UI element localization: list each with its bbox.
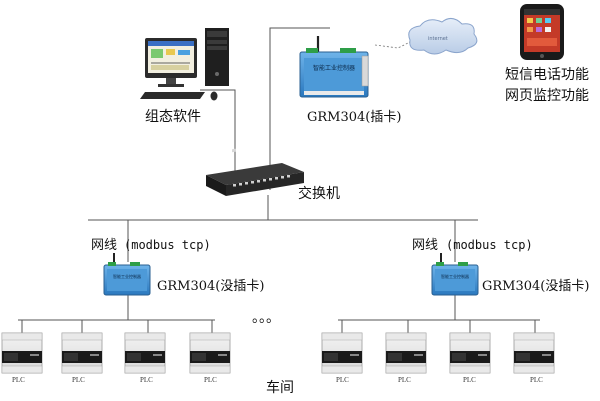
grm-device-left: 智能工业控制器	[103, 253, 151, 296]
label-net-right: 网线	[412, 238, 438, 253]
switch-icon	[206, 148, 304, 196]
label-phone-line1: 短信电话功能	[505, 67, 589, 83]
plc-unit	[449, 332, 491, 374]
plc-label: PLC	[530, 376, 543, 384]
plc-label: PLC	[72, 376, 85, 384]
computer-icon	[140, 28, 229, 101]
plc-unit	[189, 332, 231, 374]
grm-top-screen: 智能工业控制器	[313, 64, 355, 72]
plc-unit	[1, 332, 43, 374]
connection-lines	[18, 27, 540, 333]
label-grm-right: GRM304(没插卡)	[482, 279, 589, 294]
label-ellipsis: 。。。	[252, 310, 280, 326]
svg-text:internet: internet	[428, 36, 448, 42]
link-grm-switch	[269, 27, 330, 190]
plc-unit	[385, 332, 427, 374]
label-grm-top: GRM304(插卡)	[307, 110, 401, 125]
plc-label: PLC	[463, 376, 476, 384]
plc-label: PLC	[398, 376, 411, 384]
label-switch: 交换机	[298, 185, 340, 202]
plc-unit	[124, 332, 166, 374]
grm-device-top: 智能工业控制器	[299, 36, 369, 98]
link-computer-switch	[200, 89, 236, 190]
plc-label: PLC	[204, 376, 217, 384]
label-net-left: 网线	[91, 238, 117, 253]
cloud-icon: internet	[408, 18, 478, 55]
plc-label: PLC	[336, 376, 349, 384]
plc-unit	[513, 332, 555, 374]
grm-left-screen: 智能工业控制器	[113, 273, 141, 279]
plc-unit	[61, 332, 103, 374]
label-software: 组态软件	[145, 109, 201, 125]
plc-label: PLC	[12, 376, 25, 384]
label-net-right-proto: (modbus tcp)	[446, 238, 533, 252]
grm-right-screen: 智能工业控制器	[441, 273, 469, 279]
label-net-left-proto: (modbus tcp)	[124, 238, 211, 252]
label-phone-line2: 网页监控功能	[505, 88, 589, 104]
smartphone-icon	[520, 4, 564, 60]
label-workshop: 车间	[266, 379, 294, 396]
grm-device-right: 智能工业控制器	[431, 253, 479, 296]
plc-unit	[321, 332, 363, 374]
plc-label: PLC	[140, 376, 153, 384]
link-grm-cloud	[374, 41, 411, 49]
label-grm-left: GRM304(没插卡)	[157, 279, 264, 294]
